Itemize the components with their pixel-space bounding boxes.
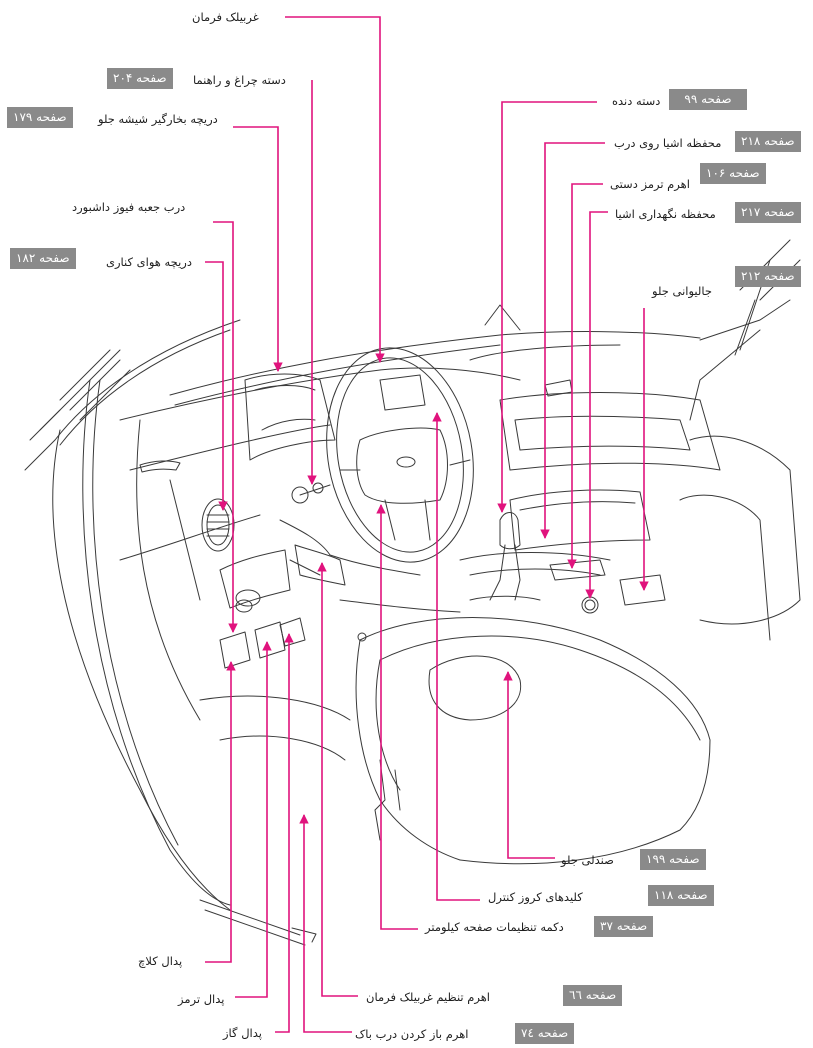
- label-hand-brake: اهرم ترمز دستی: [610, 177, 690, 191]
- label-cruise-buttons: کلیدهای کروز کنترل: [488, 890, 583, 904]
- page-badge-odometer-button[interactable]: صفحه ۳۷: [594, 916, 654, 937]
- page-badge-gear-lever[interactable]: صفحه ۹۹: [669, 89, 747, 110]
- label-clutch-pedal: پدال کلاچ: [138, 954, 183, 968]
- label-steering-wheel: غربیلک فرمان: [192, 10, 259, 24]
- leader-steering-wheel: [285, 16, 385, 363]
- leader-steering-adjust: [317, 562, 358, 997]
- label-gear-lever: دسته دنده: [612, 94, 661, 108]
- page-badge-fuel-door-lever[interactable]: صفحه ۷٤: [515, 1023, 575, 1044]
- page-badge-door-storage[interactable]: صفحه ۲۱۸: [735, 131, 801, 152]
- label-gas-pedal: پدال گاز: [223, 1026, 262, 1040]
- page-badge-side-vent[interactable]: صفحه ۱۸۲: [10, 248, 76, 269]
- leader-windshield-defog: [233, 126, 283, 372]
- leader-gas-pedal: [275, 633, 294, 1033]
- label-odometer-button: دکمه تنظیمات صفحه کیلومتر: [425, 920, 564, 934]
- label-side-vent: دریچه هوای کناری: [106, 255, 192, 269]
- page-badge-storage-box[interactable]: صفحه ۲۱۷: [735, 202, 801, 223]
- page-badge-front-seat[interactable]: صفحه ۱۹۹: [640, 849, 706, 870]
- label-light-stalk: دسته چراغ و راهنما: [193, 73, 286, 87]
- label-steering-adjust: اهرم تنظیم غربیلک فرمان: [366, 990, 491, 1004]
- page-badge-windshield-defog[interactable]: صفحه ۱۷۹: [7, 107, 73, 128]
- leader-gear-lever: [497, 101, 597, 513]
- label-door-storage: محفظه اشیا روی درب: [614, 136, 722, 150]
- leader-side-vent: [205, 261, 228, 511]
- leader-cruise-buttons: [432, 412, 480, 901]
- label-brake-pedal: پدال ترمز: [178, 992, 225, 1006]
- page-badge-light-stalk[interactable]: صفحه ۲۰۴: [107, 68, 173, 89]
- leader-front-seat: [503, 671, 555, 859]
- leader-fuel-door-lever: [299, 814, 352, 1033]
- leader-odometer-button: [376, 504, 418, 930]
- page-badge-hand-brake[interactable]: صفحه ۱۰۶: [700, 163, 766, 184]
- page-badge-cupholder[interactable]: صفحه ۲۱۲: [735, 266, 801, 287]
- leader-brake-pedal: [235, 641, 272, 998]
- leader-door-storage: [540, 142, 605, 539]
- label-fuel-door-lever: اهرم باز کردن درب باک: [355, 1027, 469, 1041]
- leader-hand-brake: [567, 183, 603, 569]
- label-fuse-box-door: درب جعبه فیوز داشبورد: [72, 200, 186, 214]
- leader-storage-box: [585, 211, 608, 599]
- label-front-seat: صندلی جلو: [561, 853, 614, 867]
- label-storage-box: محفظه نگهداری اشیا: [615, 207, 716, 221]
- page-badge-steering-adjust[interactable]: صفحه ٦٦: [563, 985, 623, 1006]
- label-windshield-defog: دریچه بخارگیر شیشه جلو: [98, 112, 218, 126]
- page-badge-cruise-buttons[interactable]: صفحه ۱۱۸: [648, 885, 714, 906]
- leader-clutch-pedal: [205, 661, 236, 963]
- leader-fuse-box: [213, 221, 238, 633]
- label-cupholder: جالیوانی جلو: [652, 284, 713, 298]
